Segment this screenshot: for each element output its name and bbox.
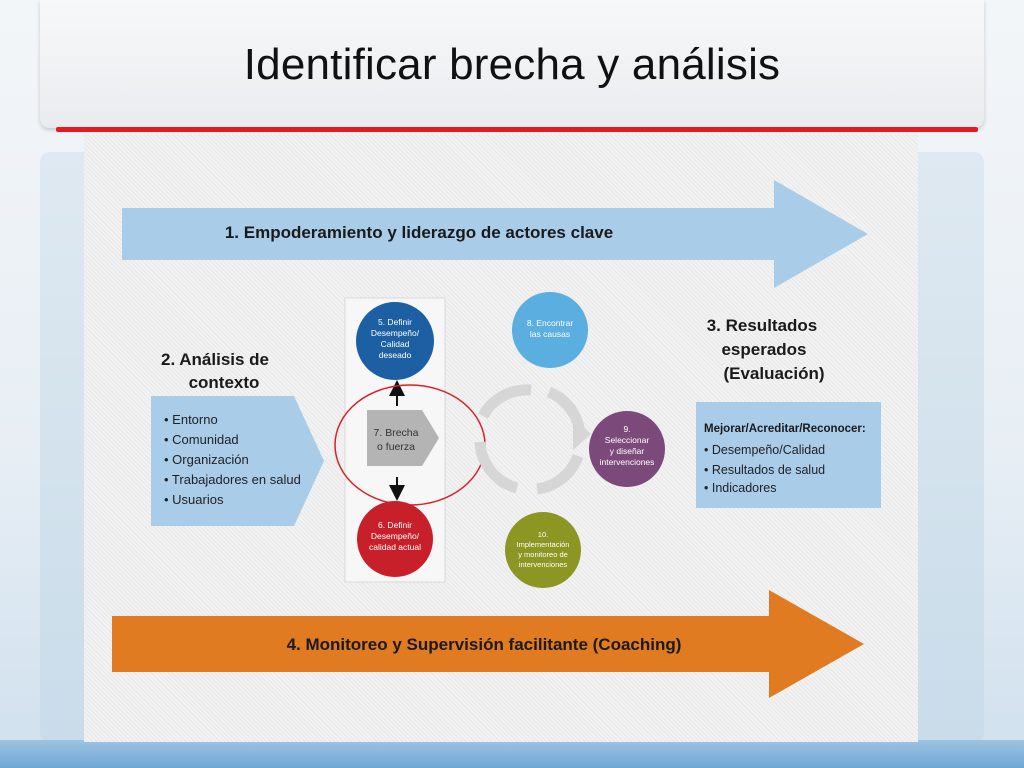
title-underline xyxy=(56,127,978,132)
analysis-item: • Organización xyxy=(164,452,249,467)
step-5-line: deseado xyxy=(379,350,412,360)
cycle-arrowhead xyxy=(573,418,591,450)
analysis-item: • Comunidad xyxy=(164,432,239,447)
diagram-svg: 1. Empoderamiento y liderazgo de actores… xyxy=(112,180,881,698)
step-7-line: o fuerza xyxy=(377,441,415,453)
step-6-circle xyxy=(357,501,433,577)
step-6-line: 6. Definir xyxy=(378,520,412,530)
step-9-line: 9. xyxy=(623,424,630,434)
step-10-circle xyxy=(505,512,581,588)
arrow-4-label: 4. Monitoreo y Supervisión facilitante (… xyxy=(287,635,682,654)
step-5-line: 5. Definir xyxy=(378,317,412,327)
results-item: • Resultados de salud xyxy=(704,463,825,477)
step-7-shape xyxy=(367,410,439,466)
analysis-item: • Entorno xyxy=(164,412,218,427)
step-10-line: intervenciones xyxy=(519,560,568,569)
step-9-line: Seleccionar xyxy=(605,435,650,445)
step-10-line: Implementación xyxy=(517,540,570,549)
step-6-line: calidad actual xyxy=(369,542,421,552)
diagram-panel: 1. Empoderamiento y liderazgo de actores… xyxy=(84,134,918,742)
arrow-1-label: 1. Empoderamiento y liderazgo de actores… xyxy=(225,223,613,242)
step-10-line: y monitoreo de xyxy=(518,550,568,559)
step-5-circle xyxy=(356,302,434,380)
step-10-line: 10. xyxy=(538,530,548,539)
step-9-line: y diseñar xyxy=(610,446,645,456)
analysis-heading-line2: contexto xyxy=(189,373,260,392)
results-item: • Indicadores xyxy=(704,481,776,495)
step-9-line: intervenciones xyxy=(600,457,655,467)
step-8-circle xyxy=(512,292,588,368)
cycle-ring xyxy=(474,384,586,495)
bottom-band xyxy=(0,740,1024,768)
step-7-line: 7. Brecha xyxy=(374,427,419,439)
results-box xyxy=(696,402,881,508)
slide-title: Identificar brecha y análisis xyxy=(243,40,781,89)
results-heading-line3: (Evaluación) xyxy=(723,364,824,383)
step-5-line: Desempeño/ xyxy=(371,328,420,338)
arrow-4-shape xyxy=(112,590,864,698)
analysis-item: • Usuarios xyxy=(164,492,224,507)
step-5-line: Calidad xyxy=(381,339,410,349)
header-band xyxy=(40,0,984,128)
analysis-items: • Entorno • Comunidad • Organización • T… xyxy=(164,412,301,507)
arrow-1-shape xyxy=(122,180,868,288)
step-6-line: Desempeño/ xyxy=(371,531,420,541)
step-8-line: 8. Encontrar xyxy=(527,318,573,328)
results-heading-line1: 3. Resultados xyxy=(707,316,818,335)
results-heading-line2: esperados xyxy=(721,340,806,359)
results-box-title: Mejorar/Acreditar/Reconocer: xyxy=(704,423,866,435)
analysis-heading-line1: 2. Análisis de xyxy=(161,350,269,369)
analysis-item: • Trabajadores en salud xyxy=(164,472,301,487)
analysis-box xyxy=(151,396,324,526)
step-8-line: las causas xyxy=(530,329,570,339)
step-9-circle xyxy=(589,411,665,487)
results-item: • Desempeño/Calidad xyxy=(704,443,825,457)
